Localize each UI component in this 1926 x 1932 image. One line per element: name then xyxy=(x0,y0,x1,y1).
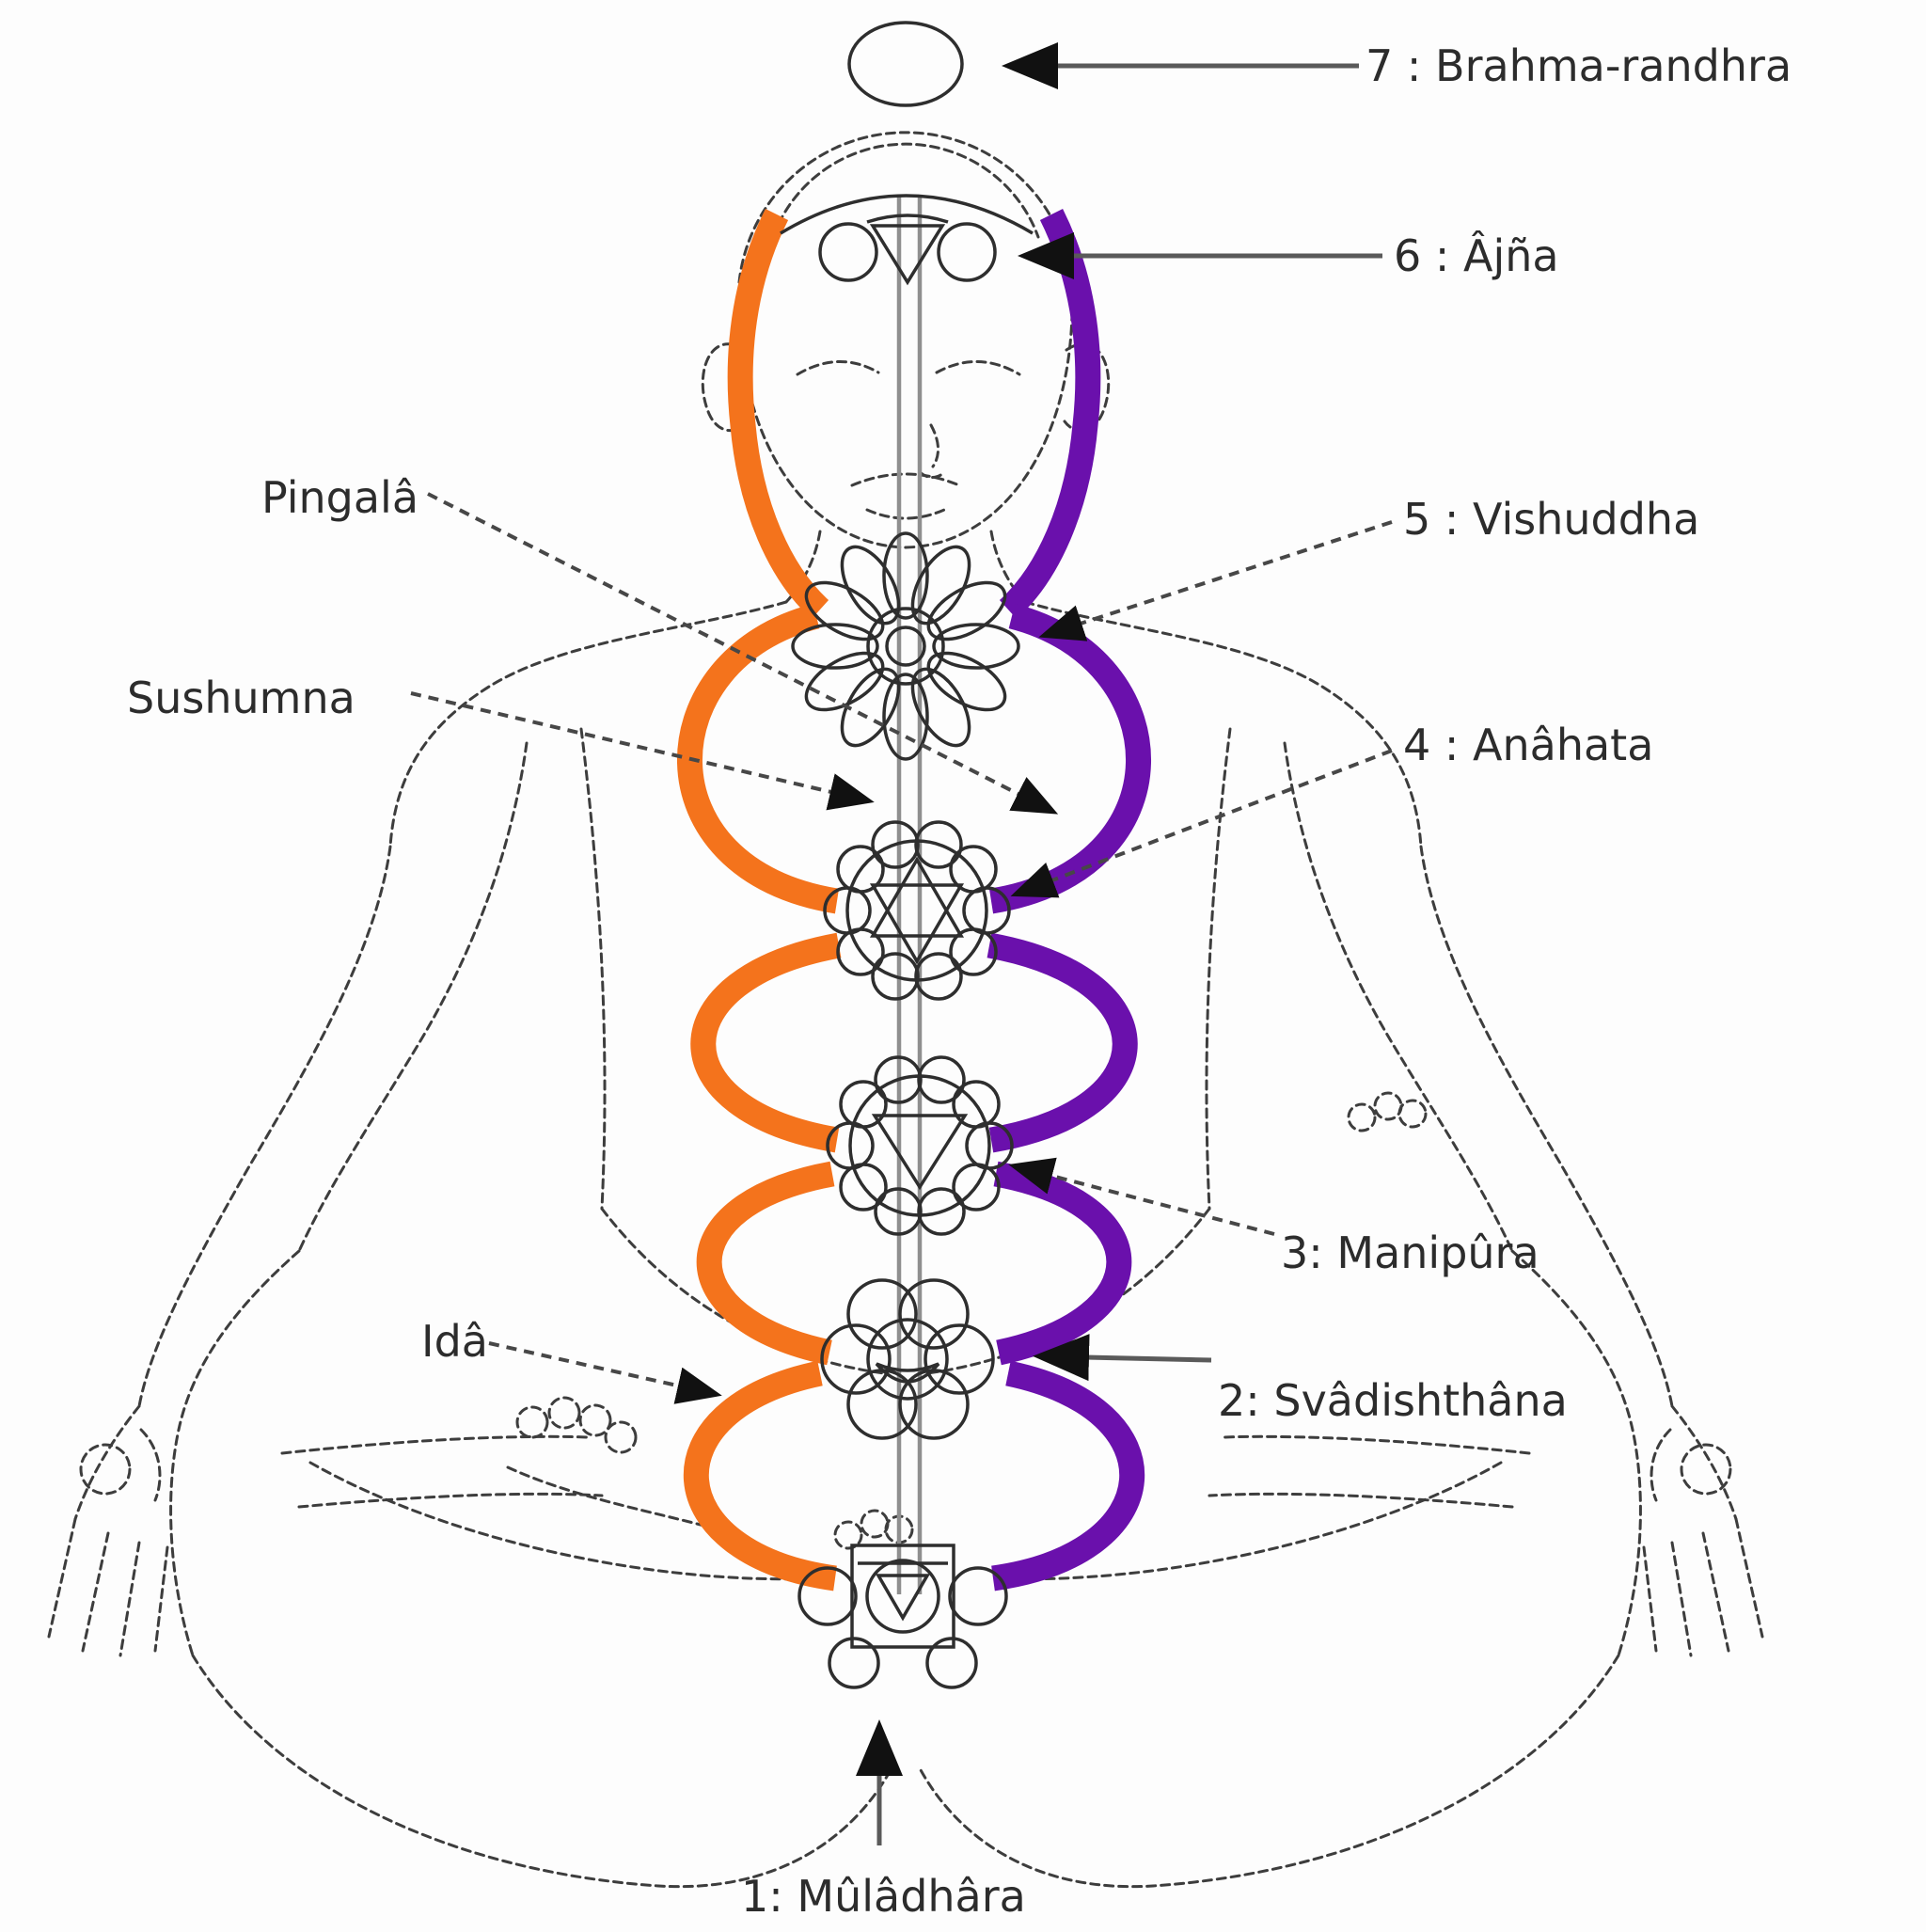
right-thumb xyxy=(1650,1428,1672,1502)
mustache xyxy=(850,472,961,487)
left-mudra-circle xyxy=(79,1443,132,1496)
right-knee xyxy=(1510,1249,1642,1657)
chakra-3-manipura-glyph xyxy=(826,1055,1014,1236)
hair-outer-arc xyxy=(737,131,1074,284)
left-thumb xyxy=(139,1428,162,1502)
right-shin xyxy=(993,1461,1503,1581)
label-pingala: Pingalâ xyxy=(261,472,418,523)
left-forearm-top xyxy=(280,1434,590,1455)
left-torso xyxy=(579,727,607,1211)
arrow-anahata xyxy=(1010,749,1393,898)
chakra-5-vishuddha-glyph xyxy=(791,531,1020,761)
arrow-svadishthana xyxy=(1033,1334,1212,1382)
right-shoulder xyxy=(1023,600,1423,848)
face-outline xyxy=(737,290,1074,549)
left-inner-arm xyxy=(297,741,529,1253)
arrow-pingala xyxy=(427,492,1059,815)
right-mudra-circle xyxy=(1680,1443,1732,1496)
left-outer-arm xyxy=(137,845,392,1408)
right-eyebrow xyxy=(935,360,1021,376)
sushumna-channel xyxy=(896,196,923,1594)
right-forearm-bottom xyxy=(1208,1492,1514,1509)
left-shoulder xyxy=(388,600,788,848)
nose-line xyxy=(929,423,939,468)
mouth xyxy=(865,508,946,520)
chakra-2-svadishthana-glyph xyxy=(820,1278,995,1440)
leader-lines xyxy=(410,42,1393,1845)
hair-inner-arc xyxy=(771,142,1040,239)
right-forearm-top xyxy=(1222,1434,1531,1455)
right-outer-arm xyxy=(1419,845,1674,1408)
label-manipura: 3: Manipûra xyxy=(1281,1227,1539,1278)
left-eyebrow xyxy=(796,360,880,376)
label-ida: Idâ xyxy=(421,1316,488,1367)
arrow-manipura xyxy=(1008,1157,1275,1236)
left-knee xyxy=(169,1249,301,1657)
right-inner-arm xyxy=(1283,741,1514,1253)
left-leg-bottom xyxy=(191,1654,893,1889)
right-hand xyxy=(1642,1404,1764,1657)
arrow-sushumna xyxy=(410,691,875,811)
chakra-1-muladhara-glyph xyxy=(797,1544,1008,1689)
left-hand xyxy=(47,1404,169,1657)
left-forearm-bottom xyxy=(297,1492,604,1509)
left-shin xyxy=(308,1461,818,1581)
label-vishuddha: 5 : Vishuddha xyxy=(1403,494,1699,545)
left-foot-toes xyxy=(506,1396,717,1530)
label-anahata: 4 : Anâhata xyxy=(1403,720,1653,770)
right-torso xyxy=(1205,727,1232,1211)
right-leg-bottom xyxy=(918,1654,1620,1889)
chakra-7-brahma-randhra-glyph xyxy=(847,21,964,107)
chakra-6-ajna-glyph xyxy=(780,194,1034,286)
neck-left xyxy=(784,530,822,604)
label-sushumna: Sushumna xyxy=(127,673,355,723)
chakra-4-anahata-glyph xyxy=(823,820,1011,1001)
labels: 7 : Brahma-randhra 6 : Âjña 5 : Vishuddh… xyxy=(127,40,1792,1922)
arrow-ida xyxy=(488,1341,722,1404)
left-thigh xyxy=(600,1207,886,1375)
pingala-nadi-purple-arcs xyxy=(987,208,1151,1592)
label-brahma-randhra: 7 : Brahma-randhra xyxy=(1366,40,1792,91)
label-svadishthana: 2: Svâdishthâna xyxy=(1218,1375,1568,1426)
meditating-figure-outline xyxy=(47,131,1764,1889)
label-ajna: 6 : Âjña xyxy=(1394,230,1559,281)
ida-nadi-orange-arcs xyxy=(677,208,842,1592)
arrow-vishuddha xyxy=(1038,520,1393,641)
label-muladhara: 1: Mûlâdhâra xyxy=(741,1871,1026,1922)
right-thigh xyxy=(925,1207,1211,1375)
right-knee-fingers xyxy=(1347,1091,1428,1132)
